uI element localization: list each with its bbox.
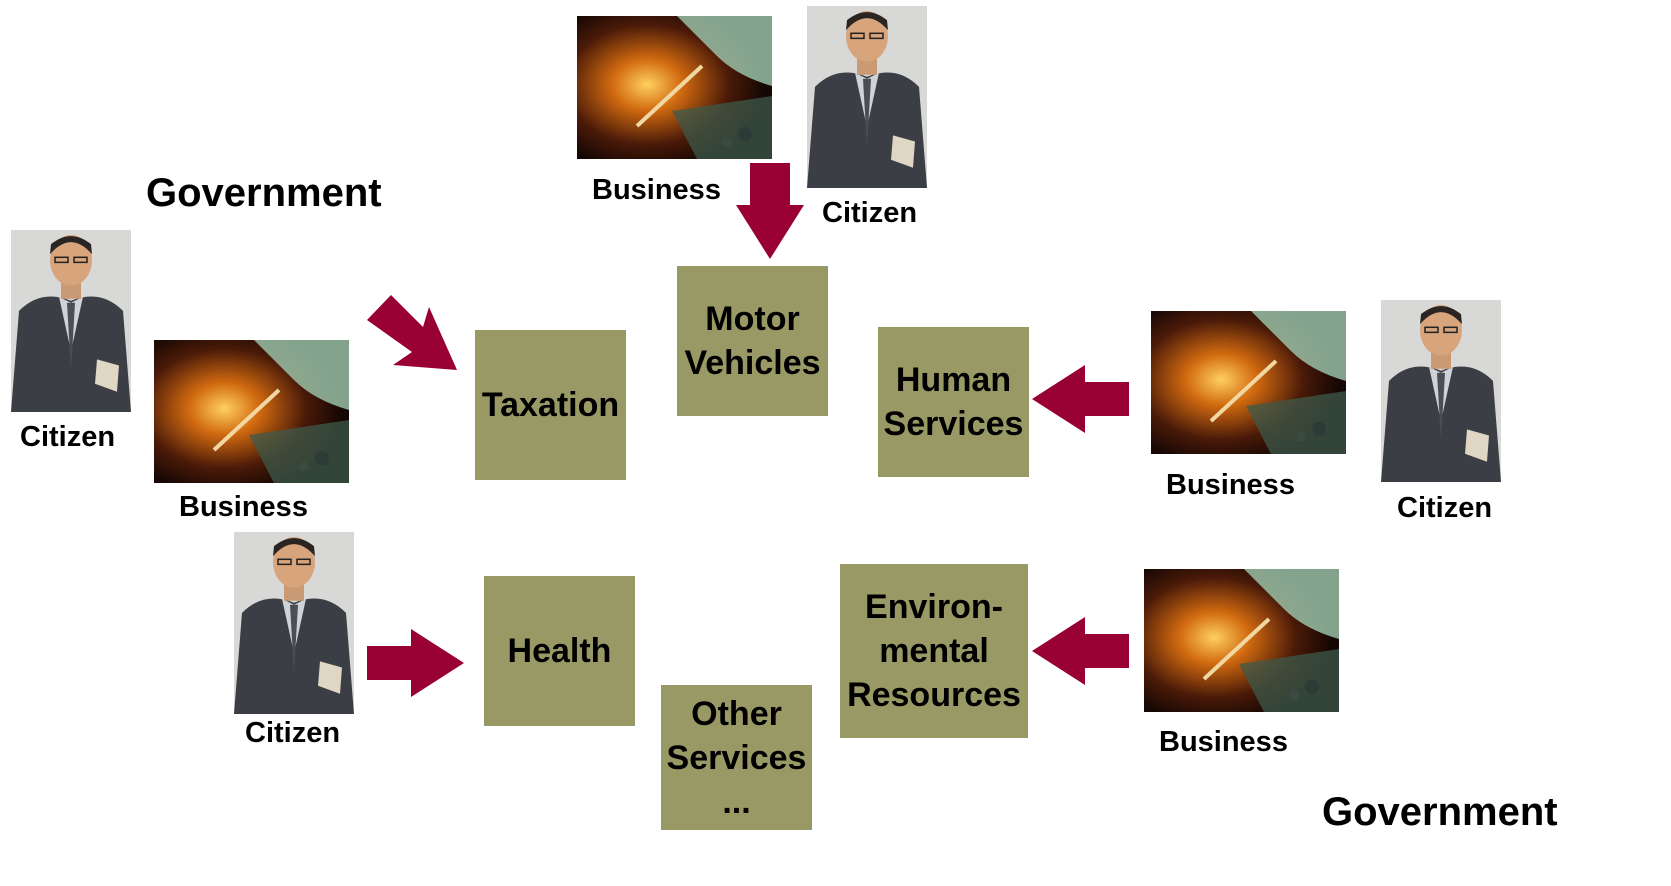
citizen-photo-right	[1381, 300, 1501, 482]
motor-vehicles-label-line-1: Motor	[705, 300, 800, 338]
other-services-label-line-1: Other	[691, 694, 782, 733]
business-label-bottom-right: Business	[1159, 726, 1288, 758]
citizen-label-bottom-left: Citizen	[245, 717, 341, 749]
arrow-down-to-motor-vehicles	[736, 163, 804, 259]
motor-vehicles-box: Motor Vehicles	[677, 266, 828, 416]
motor-vehicles-label-line-2: Vehicles	[684, 344, 821, 382]
arrow-left-to-human-services	[1032, 365, 1129, 433]
arrow-diagonal-to-taxation	[367, 295, 457, 370]
government-heading-top: Government	[146, 171, 382, 215]
business-photo-right	[1151, 311, 1346, 454]
business-label-right: Business	[1166, 469, 1295, 501]
health-label-line: Health	[507, 632, 612, 670]
environmental-label-line-3: Resources	[847, 676, 1021, 714]
business-photo-left	[154, 340, 349, 483]
citizen-photo-bottom-left	[234, 532, 354, 714]
human-services-label-line-2: Services	[883, 405, 1024, 443]
government-heading-bottom: Government	[1322, 790, 1558, 834]
citizen-photo-left	[11, 230, 131, 412]
citizen-label-top: Citizen	[822, 197, 918, 229]
other-services-label-line-2: Services	[666, 738, 807, 777]
environmental-resources-box: Environ- mental Resources	[840, 564, 1028, 738]
environmental-label-line-2: mental	[879, 632, 989, 670]
citizen-label-left: Citizen	[20, 421, 116, 453]
citizen-photo-top	[807, 6, 927, 188]
human-services-box: Human Services	[878, 327, 1029, 477]
health-box: Health	[484, 576, 635, 726]
arrow-right-to-health	[367, 629, 464, 697]
business-label-top: Business	[592, 174, 721, 206]
environmental-label-line-1: Environ-	[865, 588, 1003, 626]
human-services-label-line-1: Human	[895, 361, 1012, 399]
business-label-left: Business	[179, 491, 308, 523]
citizen-label-right: Citizen	[1397, 492, 1493, 524]
taxation-label-line: Taxation	[481, 386, 620, 424]
other-services-box: Other Services ...	[661, 685, 812, 830]
arrow-left-to-environmental	[1032, 617, 1129, 685]
other-services-label-line-3: ...	[722, 782, 751, 821]
business-photo-top	[577, 16, 772, 159]
taxation-box: Taxation	[475, 330, 626, 480]
business-photo-bottom-right	[1144, 569, 1339, 712]
